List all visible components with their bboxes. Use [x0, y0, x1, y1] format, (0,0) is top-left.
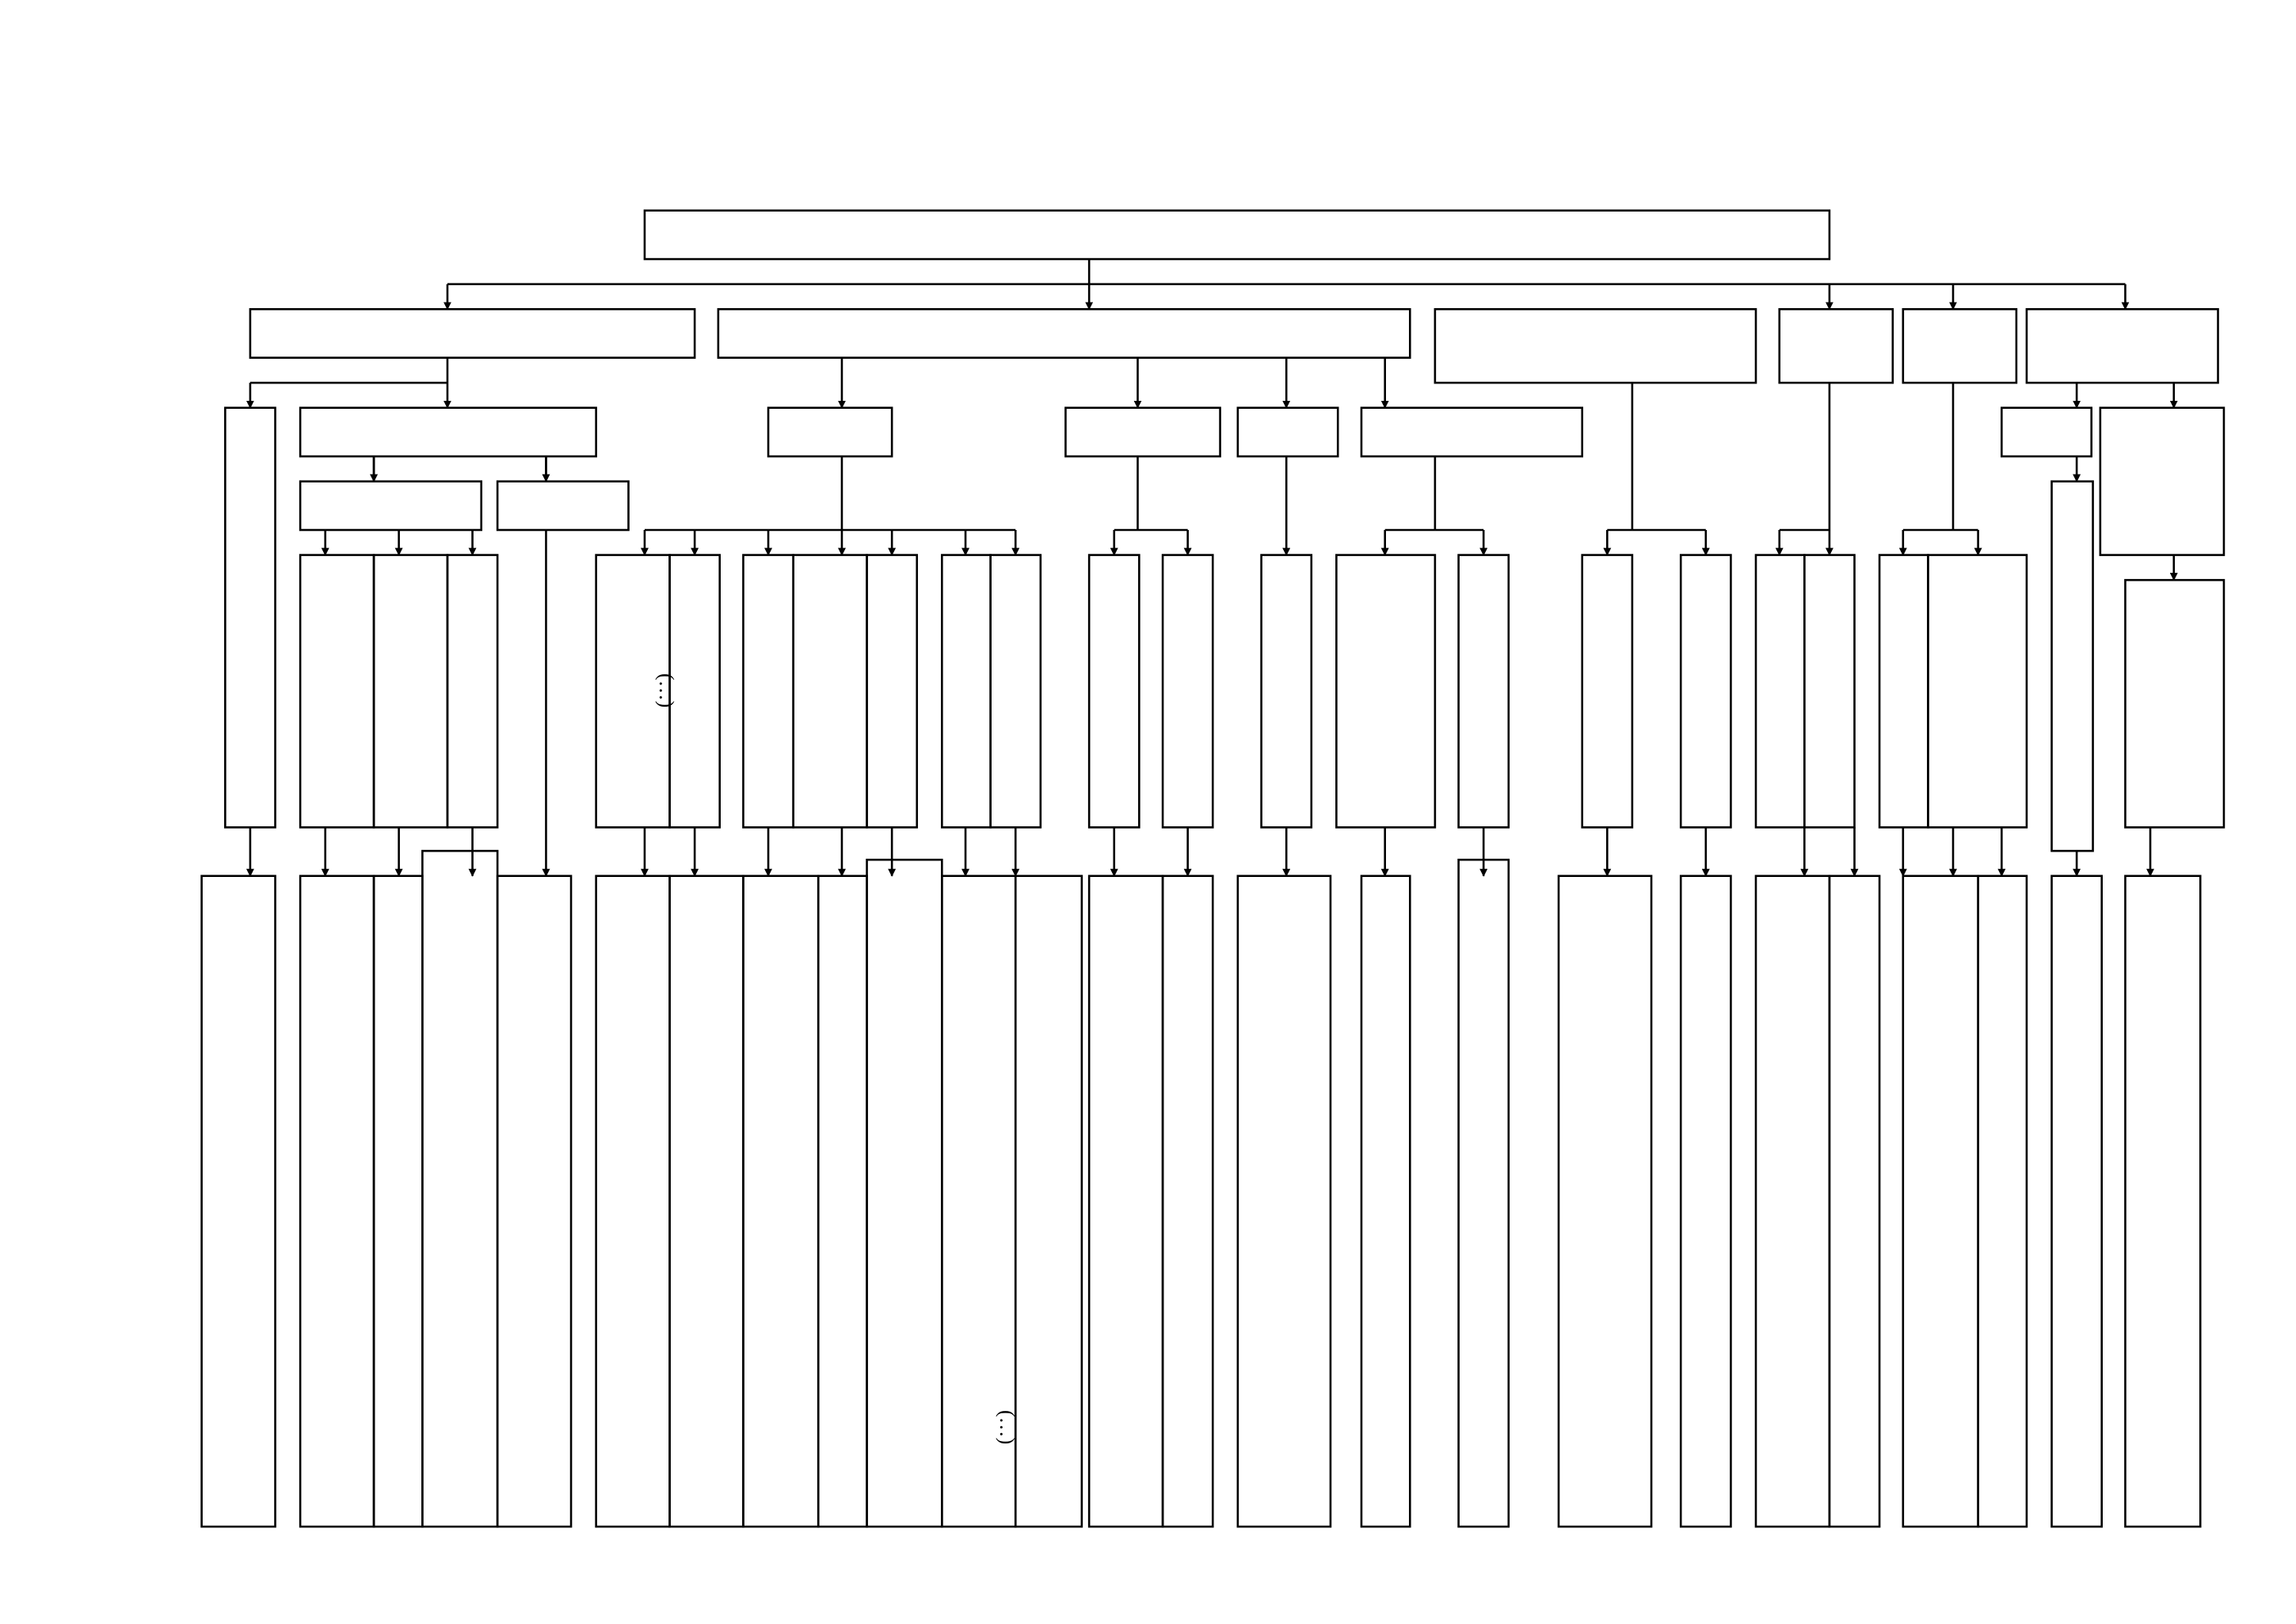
node-box-20 — [372, 554, 449, 829]
node-box-60 — [1754, 875, 1831, 1528]
node-box-59 — [1679, 875, 1732, 1528]
node-box-31 — [1260, 554, 1313, 829]
node-box-54 — [1087, 875, 1164, 1528]
node-box-44 — [200, 875, 276, 1528]
node-box-50 — [742, 875, 820, 1528]
node-box-8 — [224, 406, 276, 829]
node-box-53 — [1014, 875, 1083, 1528]
node-box-35 — [1679, 554, 1732, 829]
node-box-28 — [989, 554, 1042, 829]
node-box-45 — [299, 875, 375, 1528]
text-fragment-2: (…) — [996, 1410, 1019, 1444]
node-box-48 — [595, 875, 671, 1528]
node-box-57 — [1360, 875, 1411, 1528]
node-box-5 — [1778, 307, 1894, 384]
node-box-3 — [717, 307, 1411, 359]
node-box-49 — [668, 875, 744, 1528]
node-box-30 — [1161, 554, 1214, 829]
node-box-27 — [941, 554, 992, 829]
node-box-38 — [1878, 554, 1929, 829]
node-box-6 — [1902, 307, 2018, 384]
text-fragment-1: (…) — [655, 673, 678, 707]
node-box-56 — [1236, 875, 1332, 1528]
node-box-24 — [742, 554, 794, 829]
node-box-64 — [2050, 875, 2103, 1528]
node-box-36 — [1754, 554, 1806, 829]
node-box-32 — [1335, 554, 1437, 829]
connector-lines — [246, 259, 2178, 877]
node-box-37 — [1803, 554, 1856, 829]
node-box-21 — [446, 554, 499, 829]
node-box-11 — [1064, 406, 1221, 458]
node-box-51 — [817, 875, 868, 1528]
node-box-39 — [1927, 554, 2028, 829]
node-box-4 — [1434, 307, 1757, 384]
node-box-14 — [2001, 406, 2092, 458]
node-box-16 — [299, 480, 482, 532]
text-fragments: (…) (…) — [655, 673, 1019, 1444]
node-box-18 — [2050, 480, 2094, 852]
node-box-41 — [421, 849, 499, 1528]
node-boxes — [200, 209, 2226, 1528]
node-box-63 — [1977, 875, 2028, 1528]
node-box-46 — [372, 875, 424, 1528]
node-box-34 — [1581, 554, 1634, 829]
node-box-65 — [2124, 875, 2202, 1528]
node-box-1 — [643, 209, 1831, 261]
node-box-61 — [1828, 875, 1881, 1528]
node-box-9 — [299, 406, 597, 458]
node-box-43 — [1457, 858, 1510, 1528]
node-box-13 — [1360, 406, 1584, 458]
node-box-19 — [299, 554, 375, 829]
node-box-15 — [2099, 406, 2226, 556]
node-box-33 — [1457, 554, 1510, 829]
node-box-58 — [1557, 875, 1653, 1528]
node-box-42 — [866, 858, 943, 1528]
node-box-17 — [496, 480, 630, 532]
node-box-47 — [496, 875, 573, 1528]
node-box-62 — [1902, 875, 1979, 1528]
node-box-55 — [1161, 875, 1214, 1528]
node-box-40 — [2124, 578, 2226, 829]
node-box-10 — [767, 406, 893, 458]
node-box-25 — [792, 554, 868, 829]
node-box-7 — [2025, 307, 2219, 384]
node-box-29 — [1087, 554, 1140, 829]
node-box-12 — [1236, 406, 1339, 458]
node-box-2 — [249, 307, 696, 359]
node-box-26 — [866, 554, 919, 829]
